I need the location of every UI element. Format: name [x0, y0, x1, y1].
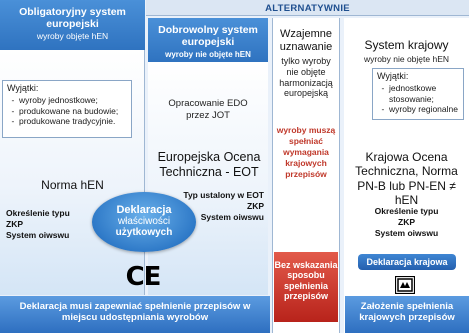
left-exceptions-box: Wyjątki: wyroby jednostkowe; produkowane… [2, 80, 132, 138]
national-declaration-button: Deklaracja krajowa [358, 254, 456, 270]
left-header: Obligatoryjny system europejski wyroby o… [0, 0, 145, 50]
left-norm: Norma hEN [41, 178, 104, 192]
left-detail-zkp: ZKP [6, 219, 23, 230]
left-exception-item: produkowane tradycyjnie. [19, 116, 127, 127]
declaration-line2: właściwości [117, 216, 171, 227]
alternative-header: ALTERNATYWNIE [265, 3, 350, 14]
left-details: Określenie typu ZKP System oiwswu [6, 208, 106, 241]
mutual-text: tylko wyroby nie objęte harmonizacją eur… [279, 56, 333, 99]
national-footer: Założenie spełnienia krajowych przepisów [345, 296, 469, 333]
national-declaration-label: Deklaracja krajowa [366, 257, 448, 267]
left-footer: Deklaracja musi zapewniać spełnienie prz… [0, 296, 270, 333]
national-detail-system: System oiwswu [374, 228, 439, 239]
left-detail-system: System oiwswu [6, 230, 70, 241]
national-details: Określenie typu ZKP System oiwswu [344, 206, 469, 239]
left-detail-type: Określenie typu [6, 208, 70, 218]
national-detail-zkp: ZKP [398, 217, 415, 228]
voluntary-detail-zkp: ZKP [247, 201, 264, 212]
national-exception-item: jednostkowe stosowanie; [389, 83, 459, 104]
mutual-title: Wzajemne uznawanie [279, 28, 333, 53]
left-title: Obligatoryjny system europejski [19, 6, 126, 31]
alternative-header-bar [146, 0, 469, 16]
mutual-red-text: wyroby muszą spełniać wymagania krajowyc… [276, 125, 336, 180]
voluntary-detail-type: Typ ustalony w EOT [183, 190, 264, 200]
voluntary-detail-system: System oiwswu [200, 212, 264, 223]
left-footer-text: Deklaracja musi zapewniać spełnienie prz… [19, 301, 251, 324]
declaration-line3: użytkowych [115, 227, 173, 238]
voluntary-ead: Opracowanie EDO przez JOT [168, 98, 248, 121]
left-exception-item: produkowane na budowie; [19, 106, 127, 117]
construction-mark-icon [394, 275, 416, 295]
mutual-footer-text: Bez wskazania sposobu spełnienia przepis… [274, 260, 338, 302]
left-subtitle: wyroby objęte hEN [36, 31, 109, 42]
national-detail-type: Określenie typu [374, 206, 439, 216]
voluntary-eta: Europejska Ocena Techniczna - EOT [157, 150, 261, 179]
national-subtitle: wyroby nie objęte hEN [363, 54, 450, 64]
national-footer-text: Założenie spełnienia krajowych przepisów [359, 301, 455, 324]
voluntary-header: Dobrowolny system europejski wyroby nie … [148, 18, 268, 62]
voluntary-subtitle: wyroby nie objęte hEN [165, 50, 251, 60]
voluntary-title: Dobrowolny system europejski [158, 24, 258, 49]
voluntary-details: Typ ustalony w EOT ZKP System oiwswu [160, 190, 264, 223]
ce-mark: CE [125, 262, 162, 292]
declaration-line1: Deklaracja [116, 204, 172, 216]
national-exception-item: wyroby regionalne [389, 104, 459, 115]
national-exceptions-box: Wyjątki: jednostkowe stosowanie; wyroby … [372, 68, 464, 120]
mutual-footer: Bez wskazania sposobu spełnienia przepis… [274, 252, 338, 322]
left-exceptions-title: Wyjątki: [7, 83, 39, 93]
national-assessment: Krajowa Ocena Techniczna, Norma PN-B lub… [355, 150, 458, 208]
voluntary-column [148, 62, 268, 295]
national-title: System krajowy [364, 38, 449, 52]
declaration-ellipse: Deklaracja właściwości użytkowych [92, 192, 196, 252]
national-exceptions-title: Wyjątki: [377, 71, 409, 81]
left-exception-item: wyroby jednostkowe; [19, 95, 127, 106]
